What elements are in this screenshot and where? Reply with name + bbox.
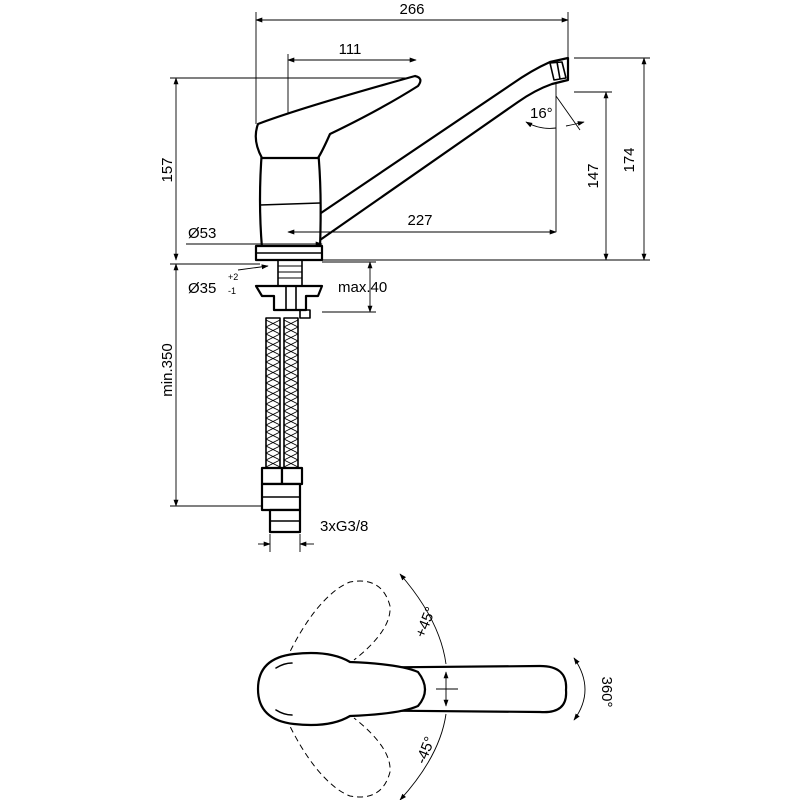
lever-handle [254,74,422,160]
dimension-lines: 266 111 157 174 147 16° 227 Ø53 Ø3 [159,1,650,552]
faucet-side-view [254,56,570,262]
mounting-hardware [254,259,324,319]
dim-174: 174 [621,147,638,172]
dim-147: 147 [585,163,602,188]
spout [316,56,570,242]
dim-hole-diameter: Ø35 [188,280,216,297]
rotation-minus: -45° [413,734,439,766]
faucet-top-view: +45° -45° 360° [256,573,615,800]
dim-min-hose: min.350 [159,343,176,396]
flexible-hoses [260,317,304,534]
dim-227: 227 [407,212,432,229]
aerator [549,61,567,81]
dim-157: 157 [159,157,176,182]
dim-connections: 3xG3/8 [320,518,368,535]
dim-hole-tol-minus: -1 [228,286,236,296]
rotation-plus: +45° [412,605,440,641]
dim-hole-tol-plus: +2 [228,272,238,282]
dim-base-diameter: Ø53 [188,225,216,242]
dim-spout-angle: 16° [530,105,553,122]
fixing-bracket [254,284,324,312]
lever-position-minus45 [285,717,391,798]
lever-position-plus45 [285,580,391,661]
dim-111: 111 [339,41,362,58]
dim-max-thickness: max.40 [338,279,387,296]
lever-head-top [256,651,427,727]
faucet-body [258,148,322,250]
rotation-360: 360° [598,676,615,707]
dim-266: 266 [399,1,424,18]
